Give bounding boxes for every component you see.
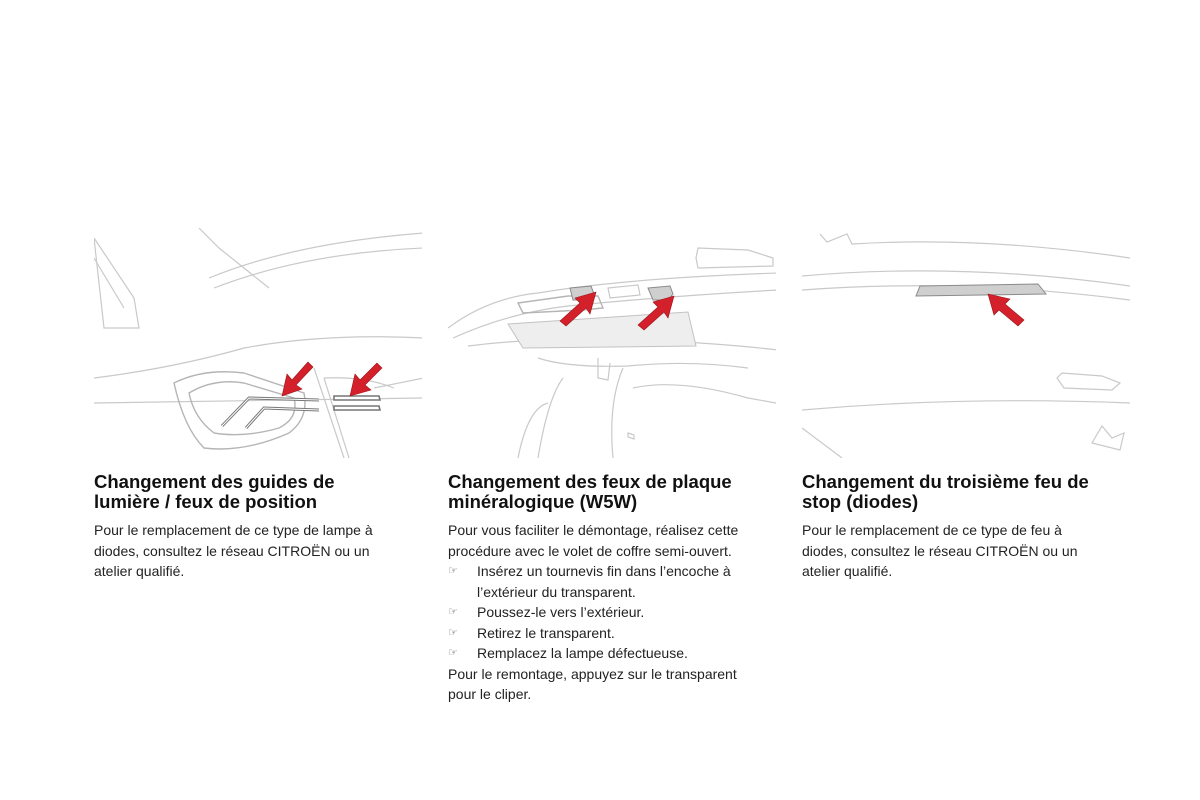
light-guides-illustration [94, 228, 422, 458]
section-body: Pour le remplacement de ce type de feu à… [802, 522, 1078, 579]
red-arrow-icon [281, 361, 314, 397]
step-text: Remplacez la lampe défectueuse. [477, 645, 688, 661]
step-text: Poussez-le vers l’extérieur. [477, 604, 645, 620]
plate-lights-illustration [448, 228, 776, 458]
red-arrow-icon [987, 293, 1025, 327]
pointing-hand-bullet-icon: ☞ [448, 606, 458, 618]
pointing-hand-bullet-icon: ☞ [448, 626, 458, 639]
section-outro: Pour le remontage, appuyez sur le transp… [448, 665, 737, 703]
step-text: Insérez un tournevis fin dans l’encoche … [477, 563, 731, 600]
red-arrow-icon [637, 295, 675, 331]
section-third-brake-light: Changement du troisième feu de stop (dio… [802, 228, 1130, 582]
section-body: Pour le remplacement de ce type de lampe… [94, 522, 373, 579]
section-title: Changement des guides de lumière / feux … [94, 471, 335, 512]
list-item: ☞ Poussez-le vers l’extérieur. [448, 602, 776, 623]
list-item: ☞ Insérez un tournevis fin dans l’encoche… [448, 561, 776, 602]
list-item: ☞ Remplacez la lampe défectueuse. [448, 643, 776, 664]
section-title: Changement des feux de plaque minéralogi… [448, 471, 732, 512]
pointing-hand-bullet-icon: ☞ [448, 647, 458, 659]
third-brake-light-illustration [802, 228, 1130, 458]
list-item: ☞ Retirez le transparent. [448, 623, 776, 644]
section-light-guides: Changement des guides de lumière / feux … [94, 228, 422, 582]
procedure-steps: ☞ Insérez un tournevis fin dans l’encoche… [448, 561, 776, 664]
section-intro: Pour vous faciliter le démontage, réalis… [448, 522, 739, 559]
step-text: Retirez le transparent. [477, 624, 615, 641]
red-arrow-icon [559, 291, 597, 327]
pointing-hand-bullet-icon: ☞ [448, 565, 458, 577]
section-plate-lights: Changement des feux de plaque minéralogi… [448, 228, 776, 705]
red-arrow-icon [349, 362, 383, 397]
section-title: Changement du troisième feu de stop (dio… [802, 471, 1089, 512]
